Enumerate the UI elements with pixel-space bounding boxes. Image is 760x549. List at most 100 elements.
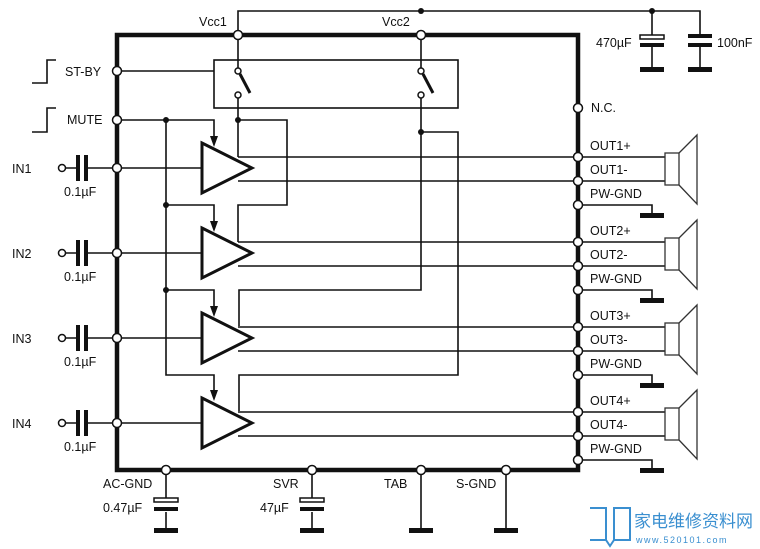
svr-label: SVR bbox=[273, 477, 299, 491]
input-terminal bbox=[57, 248, 67, 258]
ground-symbol bbox=[640, 298, 664, 303]
pin-nc bbox=[572, 102, 584, 114]
cap-470uf-label: 470µF bbox=[596, 36, 632, 50]
out-label: PW-GND bbox=[590, 442, 642, 456]
mute-bus bbox=[117, 119, 215, 390]
nc-label: N.C. bbox=[591, 101, 616, 115]
input-terminal bbox=[57, 418, 67, 428]
channel-4: IN4 0.1µF OUT4+ OUT4- PW-GND bbox=[12, 388, 698, 473]
in-label: IN4 bbox=[12, 417, 32, 431]
out-label: OUT1+ bbox=[590, 139, 631, 153]
ground-symbol bbox=[640, 213, 664, 218]
amplifier-triangle bbox=[200, 310, 256, 366]
out-label: OUT4- bbox=[590, 418, 628, 432]
speaker-icon bbox=[664, 388, 698, 461]
pin-in1 bbox=[111, 162, 123, 174]
pin-out3-plus bbox=[572, 321, 584, 333]
pin-vcc2 bbox=[415, 29, 427, 41]
speaker-icon bbox=[664, 133, 698, 206]
pin-vcc1 bbox=[232, 29, 244, 41]
pin-out4-gnd bbox=[572, 454, 584, 466]
switch-vcc1 bbox=[234, 67, 252, 99]
amplifier-triangle bbox=[200, 225, 256, 281]
out-label: PW-GND bbox=[590, 272, 642, 286]
pin-out3-minus bbox=[572, 345, 584, 357]
vcc2-label: Vcc2 bbox=[382, 15, 410, 29]
pin-out1-minus bbox=[572, 175, 584, 187]
pin-stby bbox=[111, 65, 123, 77]
ground-symbol bbox=[640, 468, 664, 473]
channel-3: IN3 0.1µF OUT3+ OUT3- PW-GND bbox=[12, 303, 698, 388]
book-icon bbox=[590, 507, 631, 548]
out-label: PW-GND bbox=[590, 357, 642, 371]
ground-symbol bbox=[640, 383, 664, 388]
pin-out4-plus bbox=[572, 406, 584, 418]
input-terminal bbox=[57, 163, 67, 173]
out-label: OUT3- bbox=[590, 333, 628, 347]
pin-out1-gnd bbox=[572, 199, 584, 211]
output-lines bbox=[238, 411, 665, 469]
standby-switch-box bbox=[213, 59, 459, 109]
input-cap-label: 0.1µF bbox=[64, 355, 97, 369]
in-label: IN3 bbox=[12, 332, 32, 346]
capacitor-470uf bbox=[639, 11, 665, 72]
input-cap-label: 0.1µF bbox=[64, 270, 97, 284]
output-lines bbox=[238, 241, 665, 299]
input-capacitor bbox=[84, 240, 88, 266]
input-capacitor bbox=[76, 410, 80, 436]
pin-in4 bbox=[111, 417, 123, 429]
speaker-icon bbox=[664, 303, 698, 376]
site-logo: 家电维修资料网 www.520101.com bbox=[590, 507, 753, 548]
input-capacitor bbox=[84, 410, 88, 436]
pin-out2-gnd bbox=[572, 284, 584, 296]
out-label: OUT1- bbox=[590, 163, 628, 177]
mute-step-waveform bbox=[32, 107, 56, 133]
speaker-icon bbox=[664, 218, 698, 291]
out-label: OUT2+ bbox=[590, 224, 631, 238]
sgnd-label: S-GND bbox=[456, 477, 496, 491]
input-cap-label: 0.1µF bbox=[64, 440, 97, 454]
output-lines bbox=[238, 326, 665, 384]
sgnd-pin bbox=[494, 464, 518, 533]
input-capacitor bbox=[76, 240, 80, 266]
svr-cap-label: 47µF bbox=[260, 501, 289, 515]
pin-in3 bbox=[111, 332, 123, 344]
vcc1-label: Vcc1 bbox=[199, 15, 227, 29]
out-label: OUT4+ bbox=[590, 394, 631, 408]
pin-in2 bbox=[111, 247, 123, 259]
acgnd-label: AC-GND bbox=[103, 477, 152, 491]
mute-label: MUTE bbox=[67, 113, 102, 127]
input-terminal bbox=[57, 333, 67, 343]
svr-pin bbox=[299, 464, 325, 533]
acgnd-pin bbox=[153, 464, 179, 533]
output-lines bbox=[238, 156, 665, 214]
stby-step-waveform bbox=[32, 59, 56, 84]
acgnd-cap-label: 0.47µF bbox=[103, 501, 143, 515]
channel-1: IN1 0.1µF OUT1+ OUT1- PW-GND bbox=[12, 133, 698, 218]
pin-out2-minus bbox=[572, 260, 584, 272]
switch-vcc2 bbox=[417, 67, 435, 99]
pin-out4-minus bbox=[572, 430, 584, 442]
cap-100nf-label: 100nF bbox=[717, 36, 753, 50]
pin-out2-plus bbox=[572, 236, 584, 248]
input-cap-label: 0.1µF bbox=[64, 185, 97, 199]
input-capacitor bbox=[76, 325, 80, 351]
out-label: PW-GND bbox=[590, 187, 642, 201]
tab-label: TAB bbox=[384, 477, 407, 491]
pin-out1-plus bbox=[572, 151, 584, 163]
out-label: OUT3+ bbox=[590, 309, 631, 323]
in-label: IN1 bbox=[12, 162, 32, 176]
input-capacitor bbox=[76, 155, 80, 181]
pin-out3-gnd bbox=[572, 369, 584, 381]
input-capacitor bbox=[84, 155, 88, 181]
pin-mute bbox=[111, 114, 123, 126]
input-capacitor bbox=[84, 325, 88, 351]
svg-text:家电维修资料网: 家电维修资料网 bbox=[634, 512, 753, 531]
svg-text:www.520101.com: www.520101.com bbox=[635, 535, 728, 545]
amplifier-triangle bbox=[200, 140, 256, 196]
supply-rail bbox=[237, 10, 701, 35]
amplifier-triangle bbox=[200, 395, 256, 451]
out-label: OUT2- bbox=[590, 248, 628, 262]
